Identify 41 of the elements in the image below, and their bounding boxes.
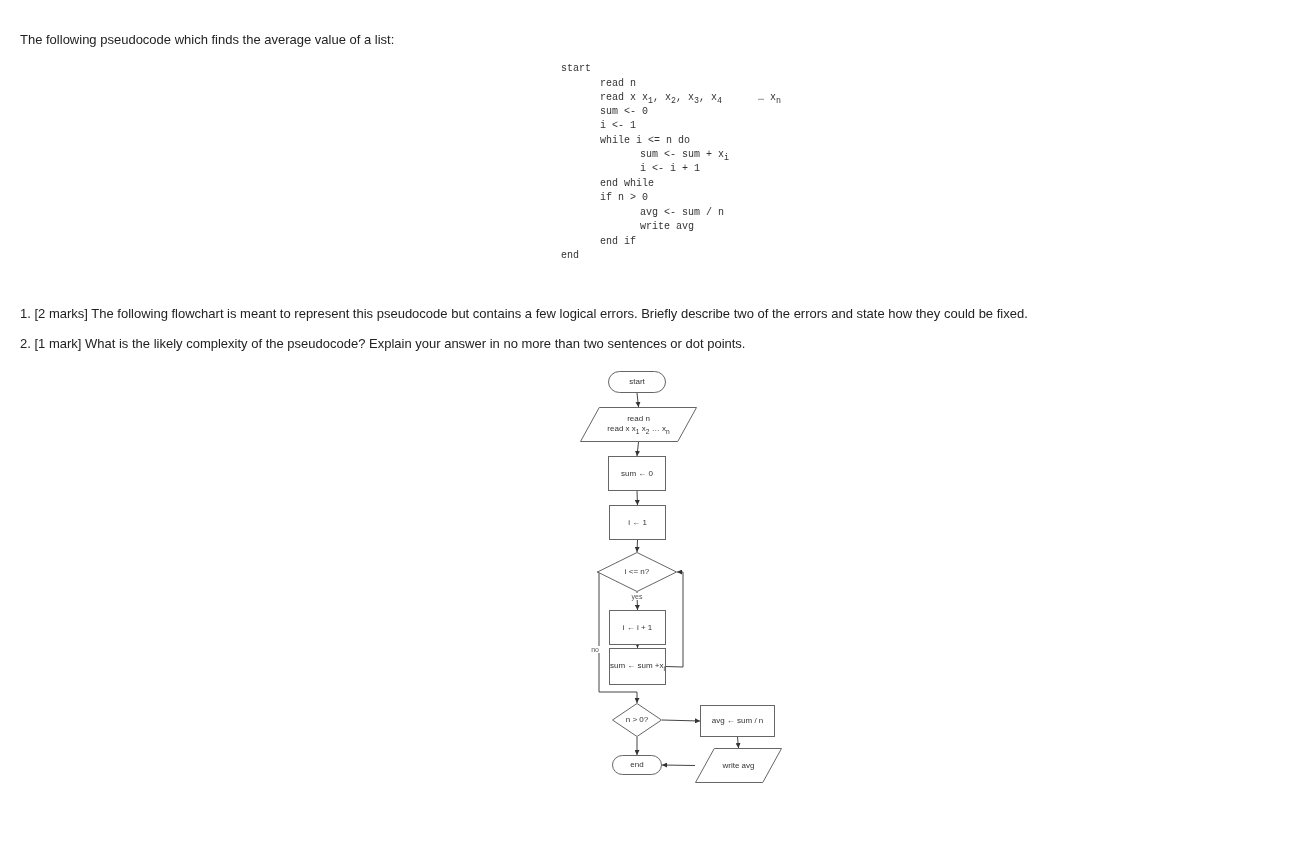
question-text: 2. [1 mark] What is the likely complexity of the pseudocode? Explain your answer in no more than two sentences or dot points.	[20, 336, 746, 351]
node-text: sum ← 0	[621, 468, 653, 479]
pseudocode-line: start	[561, 63, 591, 74]
arrow	[635, 392, 641, 408]
pseudocode-line: end if	[600, 236, 636, 247]
node-text: i ← i + 1	[622, 622, 653, 633]
node-text: write avg	[722, 760, 755, 771]
arrow	[635, 441, 640, 457]
pseudocode-line: avg <- sum / n	[640, 207, 724, 218]
arrow	[735, 736, 741, 749]
pseudocode-line: read x x$_{1}$, x$_{2}$, x$_{3}$, x$_{4}$	[600, 92, 723, 106]
pseudocode-line: i <- i + 1	[640, 163, 700, 174]
arrow	[665, 569, 684, 668]
node-text: i <= n?	[624, 567, 650, 577]
node-text: avg ← sum / n	[711, 716, 764, 726]
pseudocode-line: i <- 1	[600, 120, 636, 131]
pseudocode-line: end while	[600, 178, 654, 189]
node-text: read n	[627, 413, 650, 424]
pseudocode-line: while i <= n do	[600, 135, 690, 146]
pseudocode-line: if n > 0	[600, 192, 648, 203]
arrow	[634, 539, 640, 553]
pseudocode-line: sum <- 0	[600, 106, 648, 117]
pseudocode-line: write avg	[640, 221, 694, 232]
arrow	[635, 643, 640, 649]
node-text: start	[629, 377, 645, 387]
pseudocode-line: read n	[600, 78, 636, 89]
pseudocode-line: end	[561, 250, 579, 261]
arrow	[634, 736, 640, 756]
arrow	[661, 762, 696, 768]
node-text: read x x$_{1}$ x$_{2}$ … x$_{n}$	[607, 423, 670, 436]
node-text: sum ← sum +x$_{i}$	[609, 660, 666, 673]
question-text: The following pseudocode which finds the average value of a list:	[20, 32, 395, 47]
arrow	[661, 718, 701, 724]
pseudocode-line: … x$_{n}$	[758, 92, 781, 106]
node-text: i ← 1	[628, 517, 647, 528]
arrow	[596, 571, 640, 704]
node-text: end	[630, 760, 644, 770]
question-text: 1. [2 marks] The following flowchart is meant to represent this pseudocode but contains a few logical errors. Briefly describe two of the errors and state how they could be fixed.	[20, 306, 1028, 321]
arrow	[634, 490, 640, 506]
node-text: n > 0?	[625, 715, 649, 725]
pseudocode-line: sum <- sum + x$_{i}$	[640, 149, 729, 163]
